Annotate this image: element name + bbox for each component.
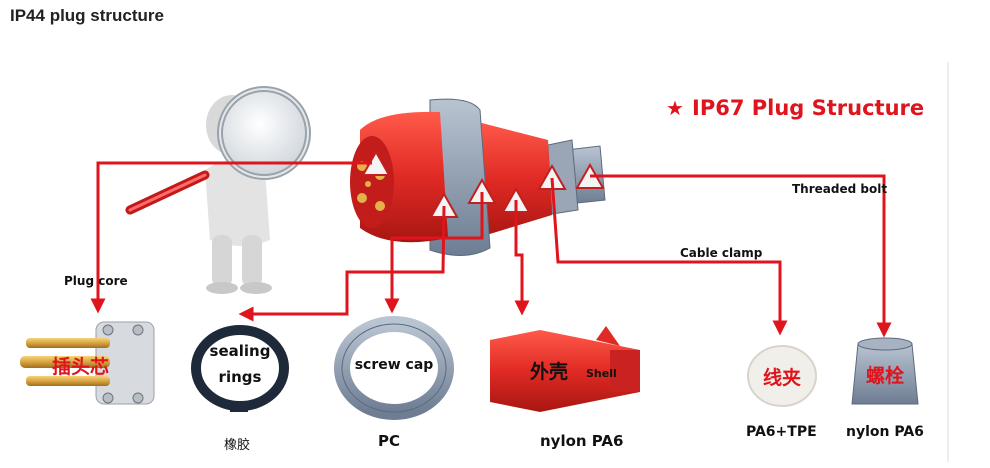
plug-core-cn-label: 插头芯 [52, 355, 109, 378]
page-title: IP44 plug structure [10, 6, 164, 25]
part-threaded-bolt: 螺栓 nylon PA6 [846, 337, 924, 440]
shell-material: nylon PA6 [540, 432, 623, 450]
svg-text:IP67 Plug Structure: IP67 Plug Structure [692, 96, 924, 120]
threaded-bolt-callout: Threaded bolt [792, 182, 887, 196]
plug-core-callout: Plug core [64, 274, 128, 288]
part-shell: 外壳 Shell nylon PA6 [490, 326, 640, 450]
part-plug-core: 插头芯 [20, 321, 155, 405]
part-screw-cap: screw cap PC [334, 316, 454, 450]
sealing-rings-material: 橡胶 [224, 437, 250, 453]
magnifier-man-illustration [125, 86, 311, 294]
sealing-rings-label-line1: sealing [210, 342, 271, 360]
part-cable-clamp: 线夹 PA6+TPE [746, 345, 817, 440]
threaded-bolt-material: nylon PA6 [846, 424, 924, 440]
screw-cap-label: screw cap [355, 357, 434, 373]
cable-clamp-material: PA6+TPE [746, 424, 817, 440]
cable-clamp-callout: Cable clamp [680, 246, 763, 260]
screw-cap-material: PC [378, 432, 400, 450]
sealing-rings-label-line2: rings [219, 368, 262, 386]
plug-structure-diagram: ★ IP67 Plug Structure [10, 62, 949, 462]
star-icon: ★ [666, 98, 684, 120]
shell-cn-label: 外壳 [530, 360, 568, 383]
ip67-plug-illustration [350, 98, 606, 256]
cable-clamp-cn-label: 线夹 [763, 366, 801, 389]
diagram-heading: ★ IP67 Plug Structure [666, 96, 924, 120]
shell-en-label: Shell [586, 367, 617, 380]
threaded-bolt-cn-label: 螺栓 [866, 364, 904, 387]
callout-arrows [90, 161, 892, 338]
part-sealing-rings: sealing rings 橡胶 [191, 325, 289, 453]
